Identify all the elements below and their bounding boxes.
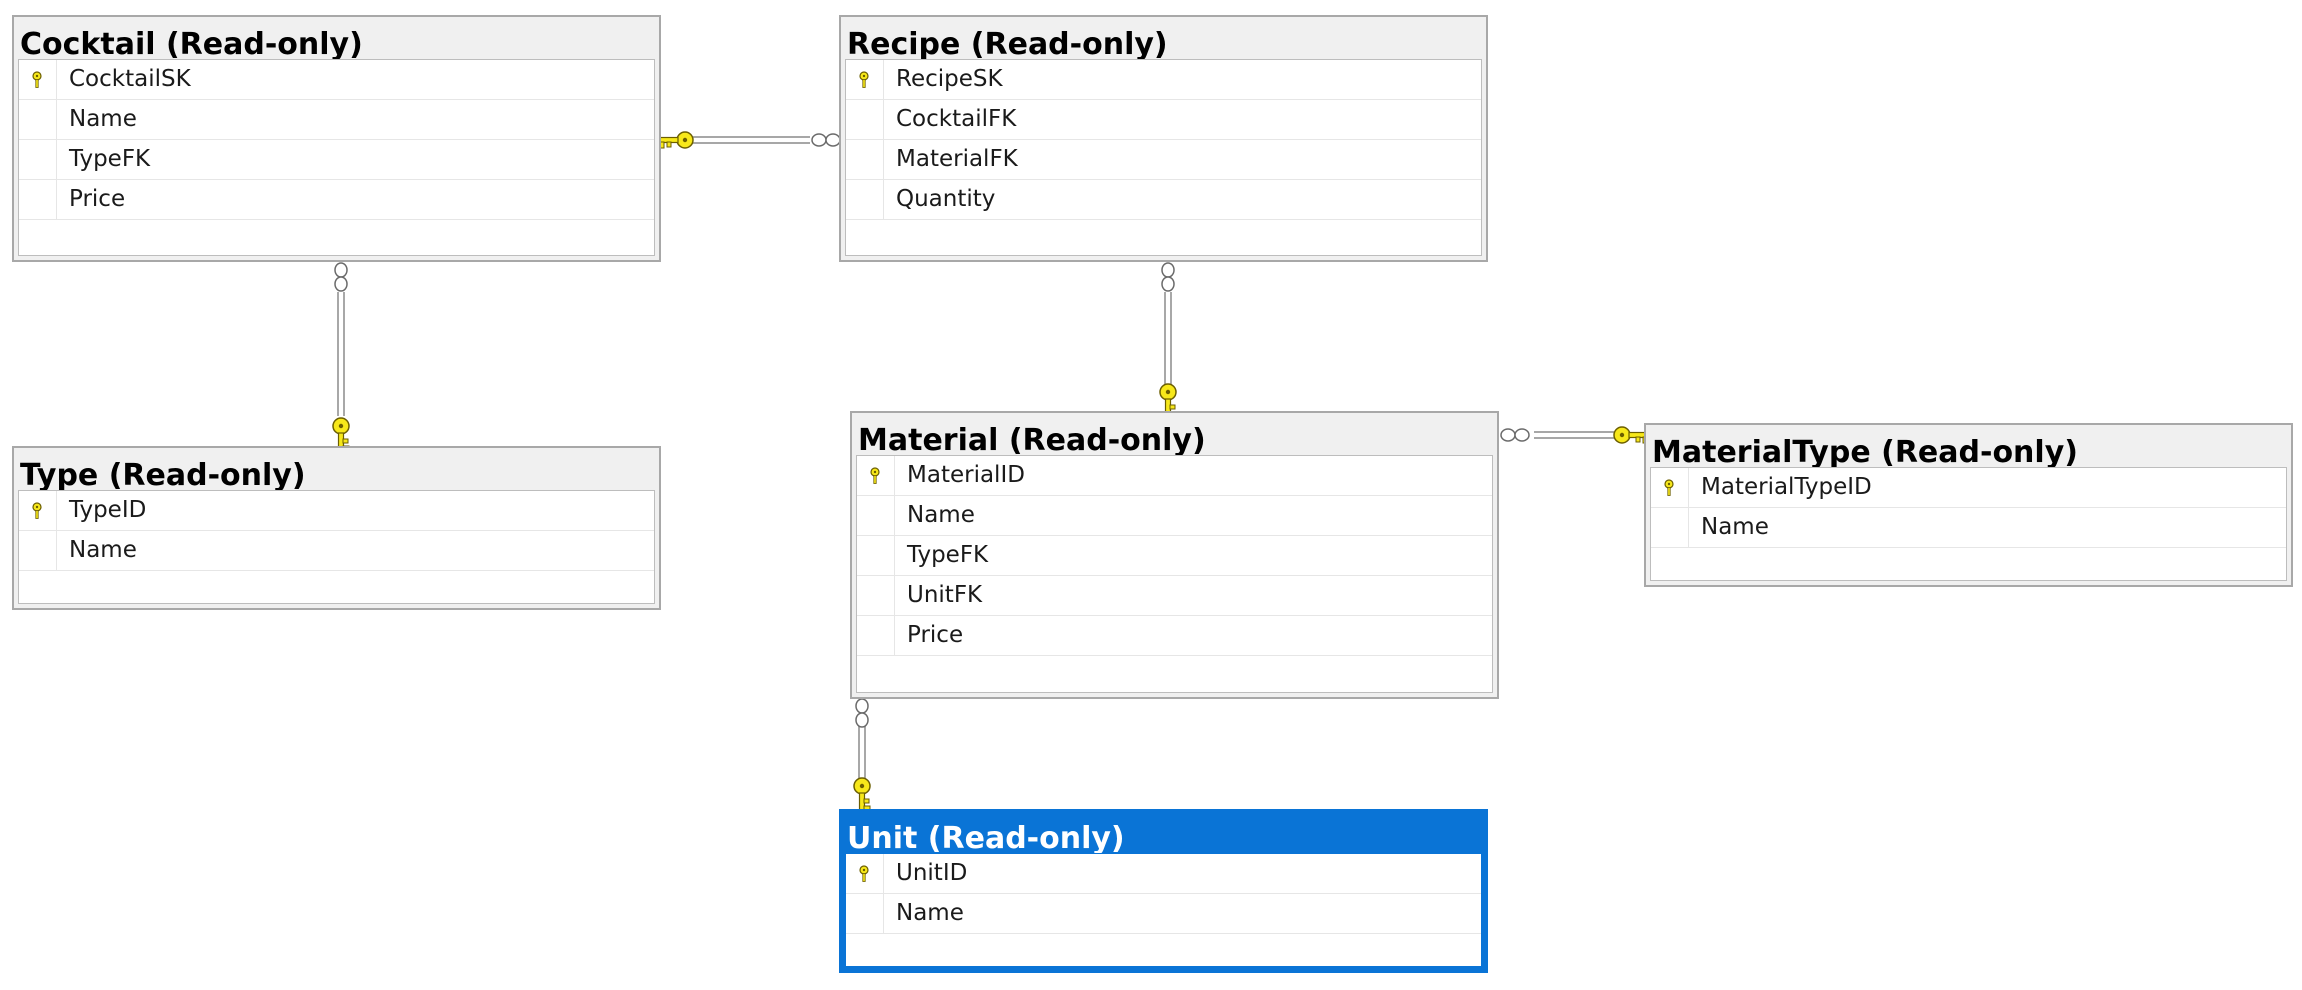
column-row[interactable]: Name — [19, 100, 654, 140]
column-row[interactable]: RecipeSK — [846, 60, 1481, 100]
table-title: Material (Read-only) — [858, 423, 1206, 456]
rel-material-recipe[interactable] — [1159, 262, 1177, 418]
column-row[interactable]: Name — [19, 531, 654, 571]
column-grid: MaterialTypeID Name — [1650, 467, 2287, 581]
column-row[interactable]: Quantity — [846, 180, 1481, 220]
column-name: TypeFK — [907, 542, 989, 568]
column-row[interactable]: UnitID — [846, 854, 1481, 894]
column-grid: CocktailSK Name TypeFK Price — [18, 59, 655, 256]
table-title: Cocktail (Read-only) — [20, 27, 363, 60]
key-icon — [1664, 479, 1674, 496]
rel-materialtype-material[interactable] — [1500, 426, 1650, 444]
column-name: UnitFK — [907, 582, 983, 608]
column-name: Quantity — [896, 186, 996, 212]
column-name: MaterialTypeID — [1701, 474, 1872, 500]
table-unit[interactable]: Unit (Read-only) UnitID Name — [839, 809, 1488, 973]
table-recipe[interactable]: Recipe (Read-only) RecipeSK CocktailFK M… — [839, 15, 1488, 262]
column-name: Price — [907, 622, 964, 648]
infinity-icon — [855, 698, 869, 728]
column-name: Name — [69, 537, 137, 563]
column-name: CocktailFK — [896, 106, 1017, 132]
column-row[interactable]: Name — [1651, 508, 2286, 548]
column-row[interactable]: TypeFK — [19, 140, 654, 180]
column-row[interactable]: CocktailSK — [19, 60, 654, 100]
table-material[interactable]: Material (Read-only) MaterialID Name Typ… — [850, 411, 1499, 699]
column-row[interactable]: MaterialTypeID — [1651, 468, 2286, 508]
column-name: Name — [907, 502, 975, 528]
column-name: MaterialFK — [896, 146, 1018, 172]
column-name: RecipeSK — [896, 66, 1003, 92]
key-icon — [32, 502, 42, 519]
table-title: Recipe (Read-only) — [847, 27, 1168, 60]
column-name: UnitID — [896, 860, 968, 886]
column-row[interactable]: Name — [846, 894, 1481, 934]
table-title: Type (Read-only) — [20, 458, 306, 491]
rel-unit-material[interactable] — [853, 698, 871, 812]
column-row[interactable]: TypeFK — [857, 536, 1492, 576]
column-name: CocktailSK — [69, 66, 191, 92]
column-grid: RecipeSK CocktailFK MaterialFK Quantity — [845, 59, 1482, 256]
infinity-icon — [1500, 428, 1530, 442]
infinity-icon — [811, 133, 841, 147]
column-name: MaterialID — [907, 462, 1025, 488]
column-row[interactable]: UnitFK — [857, 576, 1492, 616]
column-row[interactable]: Price — [19, 180, 654, 220]
column-grid: MaterialID Name TypeFK UnitFK Price — [856, 455, 1493, 693]
column-row[interactable]: Name — [857, 496, 1492, 536]
column-name: Price — [69, 186, 126, 212]
column-name: Name — [896, 900, 964, 926]
column-row[interactable]: MaterialID — [857, 456, 1492, 496]
column-row[interactable]: TypeID — [19, 491, 654, 531]
key-icon — [32, 71, 42, 88]
key-icon — [859, 865, 869, 882]
column-name: Name — [69, 106, 137, 132]
infinity-icon — [334, 262, 348, 292]
rel-type-cocktail[interactable] — [332, 262, 350, 452]
table-materialtype[interactable]: MaterialType (Read-only) MaterialTypeID … — [1644, 423, 2293, 587]
column-row[interactable]: Price — [857, 616, 1492, 656]
column-grid: UnitID Name — [845, 853, 1482, 967]
infinity-icon — [1161, 262, 1175, 292]
column-name: TypeFK — [69, 146, 151, 172]
table-title: Unit (Read-only) — [847, 821, 1125, 854]
table-title: MaterialType (Read-only) — [1652, 435, 2078, 468]
column-name: TypeID — [69, 497, 147, 523]
column-name: Name — [1701, 514, 1769, 540]
key-icon — [859, 71, 869, 88]
column-row[interactable]: MaterialFK — [846, 140, 1481, 180]
column-row[interactable]: CocktailFK — [846, 100, 1481, 140]
table-cocktail[interactable]: Cocktail (Read-only) CocktailSK Name Typ… — [12, 15, 661, 262]
table-type[interactable]: Type (Read-only) TypeID Name — [12, 446, 661, 610]
key-icon — [870, 467, 880, 484]
rel-cocktail-recipe[interactable] — [657, 131, 841, 149]
column-grid: TypeID Name — [18, 490, 655, 604]
